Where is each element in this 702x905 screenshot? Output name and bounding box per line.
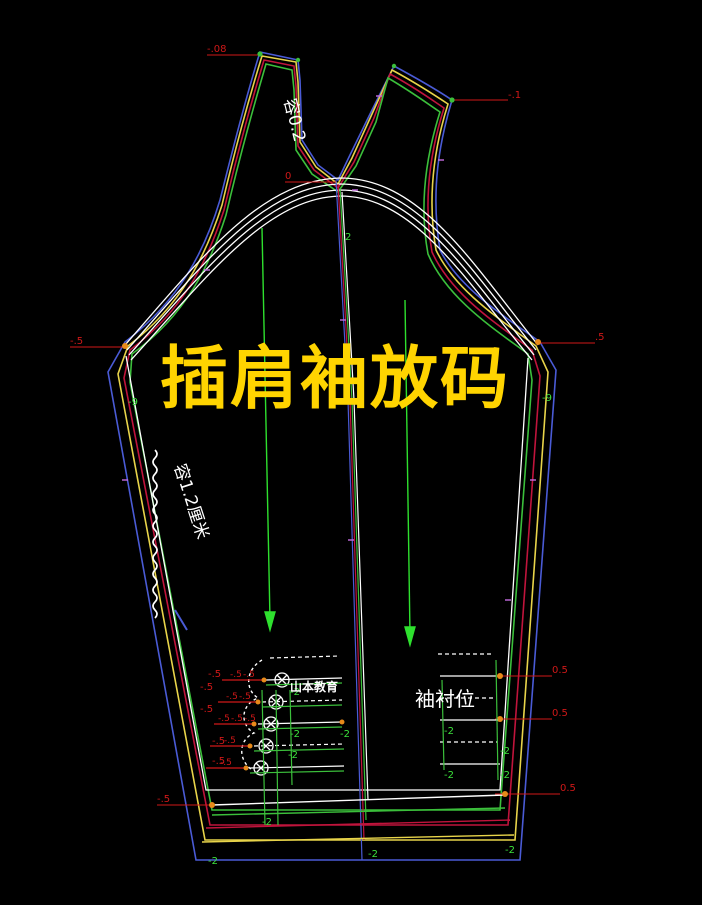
dim-top-right: -.1 — [508, 90, 521, 101]
dim-l4: -.5 — [212, 756, 225, 767]
dim-l2: -.5 — [200, 704, 213, 715]
loop-3-b: -.5 — [231, 714, 243, 724]
loop-4-a: -.5 — [224, 736, 236, 746]
button-loop-labels: -.5 -.5 -.5 -.5 -.5 -.5 -.5 -.5 -.5 — [218, 670, 256, 768]
button-placket — [206, 655, 345, 826]
cuff-placket-lines — [438, 653, 500, 781]
dim-l1: -.5 — [200, 682, 213, 693]
grade-side-right: -9 — [542, 393, 552, 404]
dim-r2: 0.5 — [552, 708, 568, 719]
grade-loop-1: -2 — [290, 687, 300, 698]
dim-mid-right: .5 — [595, 332, 605, 343]
grade-center: 2 — [345, 232, 351, 243]
placket-points — [243, 677, 345, 771]
dim-bottom-left: -.5 — [157, 794, 170, 805]
loop-1-b: -.5 — [243, 670, 255, 680]
grade-loop-2: -2 — [290, 729, 300, 740]
grade-right-2: -2 — [444, 770, 454, 781]
grade-right-3: -2 — [500, 746, 510, 757]
ease-wavy-line — [152, 449, 158, 619]
notch-ticks — [122, 95, 536, 601]
dim-l5: -.5 — [208, 669, 221, 680]
grain-arrows — [261, 227, 416, 648]
grade-bottom-center: -2 — [368, 849, 378, 860]
grade-bottom-right: -2 — [505, 845, 515, 856]
grade-bottom-left: -2 — [208, 856, 218, 867]
outline-red — [123, 59, 541, 826]
dim-l3: -.5 — [212, 736, 225, 747]
logo-text: 山本教育 — [290, 680, 339, 694]
outline-blue — [107, 51, 557, 861]
hem-lines — [201, 794, 515, 843]
dim-crown: 0 — [285, 171, 291, 182]
dim-r1: 0.5 — [552, 665, 568, 676]
outline-yellow — [117, 55, 549, 841]
grade-loop-3: -2 — [340, 729, 350, 740]
loop-3-a: -.5 — [218, 714, 230, 724]
page-title: 插肩袖放码 — [160, 340, 511, 419]
loop-2-a: -.5 — [226, 692, 238, 702]
dim-mid-left: -.5 — [70, 336, 83, 347]
grade-right-4: -2 — [500, 770, 510, 781]
loop-1-a: -.5 — [230, 670, 242, 680]
grade-right-1: -2 — [444, 726, 454, 737]
dimension-texts: -.08 -.1 0 -.5 .5 -.5 0.5 0.5 0.5 -.5 -.… — [70, 44, 605, 805]
dimension-leaders — [70, 54, 595, 806]
dim-top-left: -.08 — [207, 44, 227, 55]
dim-r3: 0.5 — [560, 783, 576, 794]
center-seam — [335, 179, 369, 861]
loop-2-b: -.5 — [239, 692, 251, 702]
placket-lines — [206, 655, 345, 826]
loop-5-a: -.5 — [220, 758, 232, 768]
grade-texts: 2 -9 -9 -2 -2 -2 -2 -2 -2 -2 -2 -2 -2 -2… — [128, 232, 552, 867]
loop-3-c: -.5 — [244, 714, 256, 724]
size-outlines — [107, 51, 557, 861]
cuff-position-label: 袖衬位 — [415, 687, 475, 711]
grade-loop-5: -2 — [262, 817, 272, 828]
vertex-points — [122, 51, 541, 808]
outline-green — [129, 63, 533, 811]
grade-side-left: -9 — [128, 397, 138, 408]
grade-loop-4: -2 — [288, 750, 298, 761]
outline-white — [125, 355, 529, 791]
